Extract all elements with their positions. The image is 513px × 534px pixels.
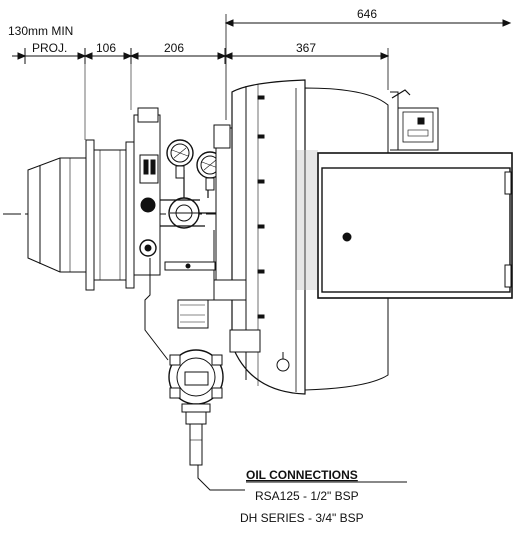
dimension-lines — [12, 14, 512, 140]
dimension-646: 646 — [357, 7, 377, 21]
dimension-367: 367 — [296, 41, 316, 55]
dimension-106: 106 — [96, 41, 116, 55]
motor-junction — [390, 89, 439, 151]
oil-connection-dh-series: DH SERIES - 3/4" BSP — [240, 511, 364, 525]
blast-tube — [27, 139, 135, 291]
lifting-eye-icon — [276, 358, 290, 372]
oil-connections-title: OIL CONNECTIONS — [246, 468, 358, 482]
dimension-206: 206 — [164, 41, 184, 55]
valve-assembly — [133, 107, 224, 361]
leader-line — [197, 465, 245, 491]
control-box — [317, 152, 513, 299]
oil-solenoid — [168, 299, 224, 466]
oil-connection-rsa125: RSA125 - 1/2" BSP — [255, 489, 359, 503]
projection-label: PROJ. — [32, 41, 67, 55]
min-projection-label: 130mm MIN — [8, 24, 73, 38]
